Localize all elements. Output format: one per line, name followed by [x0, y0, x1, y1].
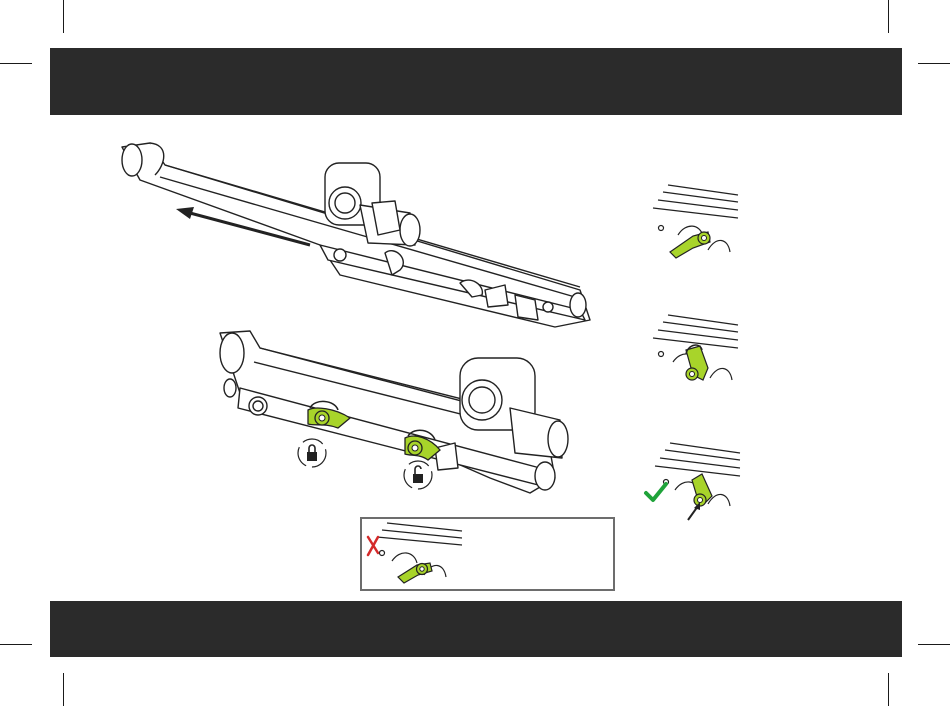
- header-band: [50, 48, 902, 115]
- footer-band: [50, 601, 902, 657]
- crop-mark-top-left-h: [0, 63, 32, 64]
- crop-mark-top-right-v: [888, 0, 889, 33]
- rail-assembly-lever-illustration: [210, 328, 580, 508]
- lever-detail-open: [648, 180, 743, 270]
- crop-mark-bottom-left-h: [0, 644, 32, 645]
- crop-mark-bottom-right-v: [888, 673, 889, 706]
- incorrect-position-panel: [360, 517, 615, 591]
- cross-icon: [368, 537, 378, 555]
- unlock-icon: [404, 461, 432, 489]
- lever-detail-incorrect: [362, 519, 472, 589]
- lever-detail-locked-correct: [640, 438, 750, 533]
- check-icon: [646, 484, 666, 500]
- lock-icon: [298, 439, 326, 467]
- crop-mark-top-left-v: [63, 0, 64, 33]
- rail-assembly-slide-illustration: [110, 135, 610, 335]
- lever-detail-turning: [648, 310, 743, 400]
- crop-mark-bottom-left-v: [63, 673, 64, 706]
- crop-mark-bottom-right-h: [918, 644, 950, 645]
- crop-mark-top-right-h: [918, 63, 950, 64]
